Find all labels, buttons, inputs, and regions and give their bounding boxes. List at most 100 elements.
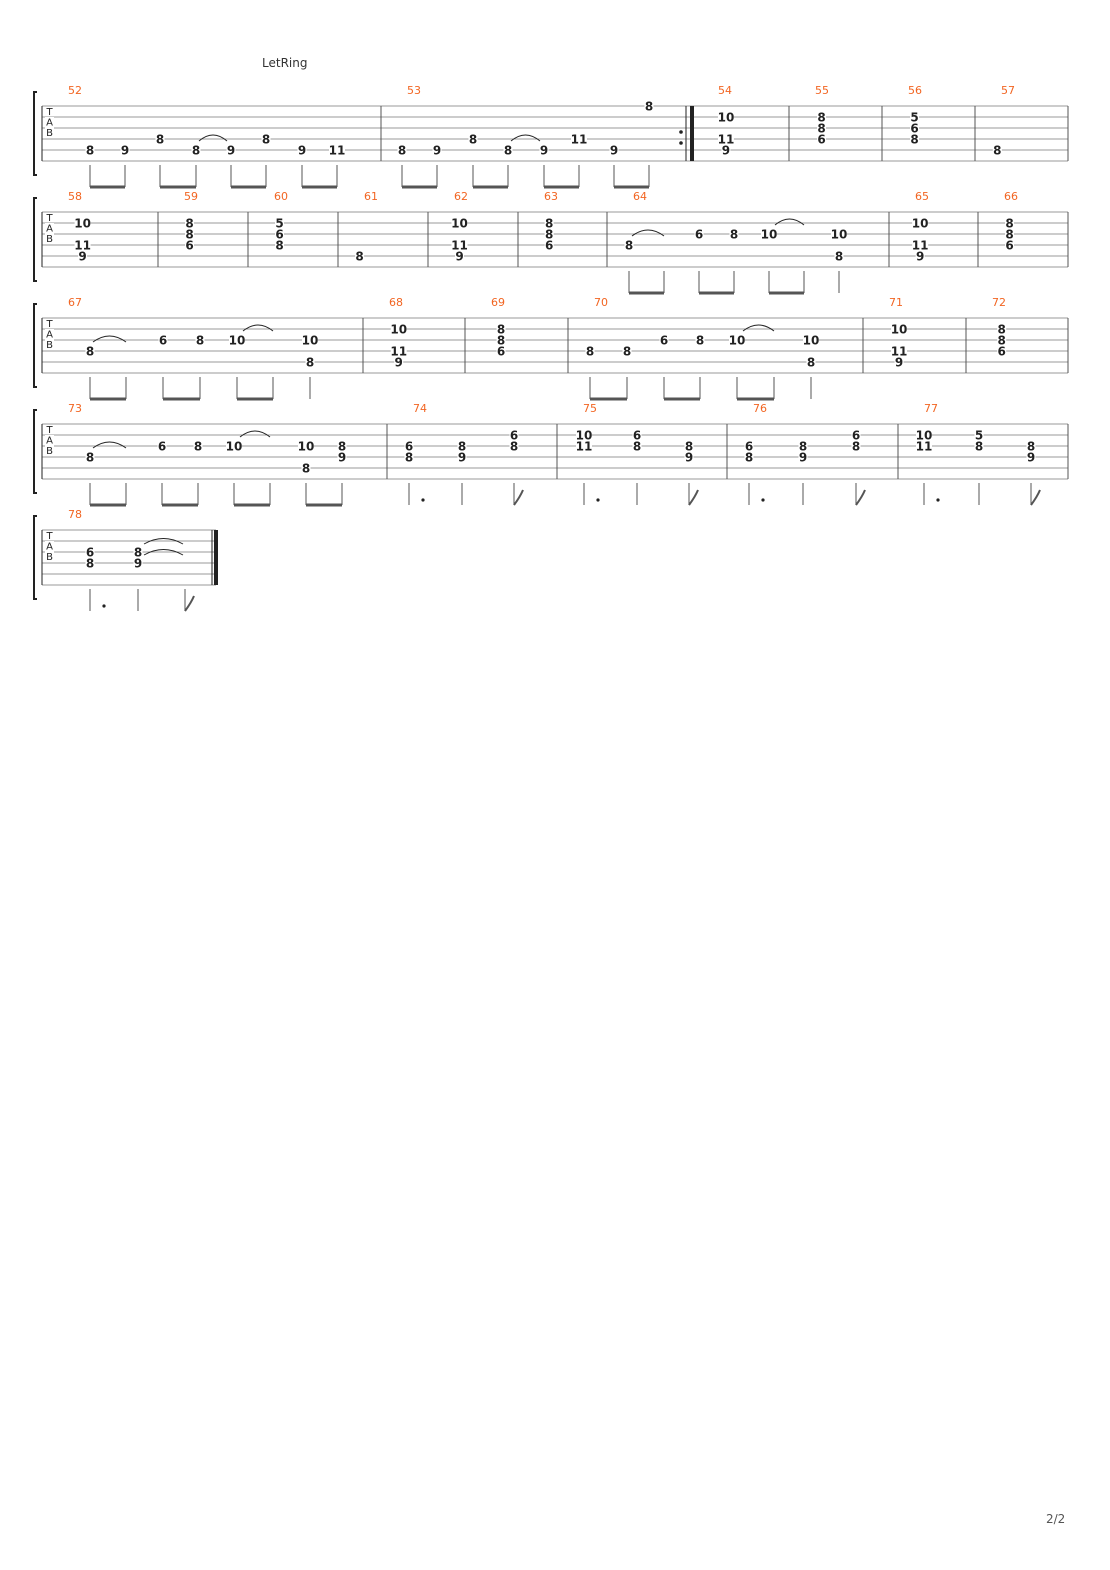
fret-number: 9 (433, 144, 441, 158)
fret-number: 8 (458, 440, 466, 454)
fret-number: 11 (74, 239, 91, 253)
fret-bg (193, 440, 203, 452)
fret-number: 8 (1005, 228, 1013, 242)
fret-bg (834, 250, 844, 262)
fret-number: 8 (134, 546, 142, 560)
tab-label-bg (45, 212, 54, 223)
fret-number: 8 (835, 250, 843, 264)
measure-number: 70 (594, 296, 608, 309)
fret-bg (1005, 228, 1014, 240)
fret-bg (744, 440, 754, 452)
fret-bg (912, 217, 929, 229)
fret-bg (729, 228, 739, 240)
fret-number: 8 (156, 133, 164, 147)
duration-dot (936, 498, 940, 502)
fret-bg (817, 122, 827, 134)
tie-arc (774, 218, 805, 226)
fret-bg (496, 323, 506, 335)
fret-number: 8 (545, 228, 553, 242)
fret-number: 8 (625, 239, 633, 253)
measure-number: 71 (889, 296, 903, 309)
measure-number: 78 (68, 508, 82, 521)
fret-number: 10 (831, 228, 848, 242)
fret-number: 8 (504, 144, 512, 158)
fret-number: 9 (722, 144, 730, 158)
fret-bg (721, 144, 731, 156)
fret-number: 8 (306, 356, 314, 370)
fret-bg (261, 133, 271, 145)
fret-bg (729, 334, 745, 346)
fret-bg (355, 250, 365, 262)
fret-number: 6 (695, 228, 703, 242)
fret-bg (457, 451, 467, 463)
tab-label-bg (45, 127, 54, 138)
fret-number: 11 (912, 239, 929, 253)
fret-bg (891, 345, 908, 357)
tie-arc (239, 430, 271, 438)
measure-number: 52 (68, 84, 82, 97)
fret-bg (394, 356, 404, 368)
fret-bg (455, 250, 464, 262)
fret-number: 6 (510, 429, 518, 443)
eighth-flag (513, 489, 524, 506)
fret-number: 9 (121, 144, 129, 158)
tie-arc (92, 441, 127, 449)
fret-bg (468, 133, 478, 145)
fret-bg (297, 144, 307, 156)
fret-number: 9 (458, 451, 466, 465)
fret-number: 8 (993, 144, 1001, 158)
fret-number: 10 (302, 334, 319, 348)
eighth-flag (1030, 489, 1041, 506)
fret-bg (275, 217, 284, 229)
fret-number: 10 (451, 217, 468, 231)
fret-number: 8 (302, 462, 310, 476)
fret-bg (571, 133, 587, 145)
tab-clef-letter: T (45, 531, 53, 542)
fret-bg (694, 228, 704, 240)
tab-clef-letter: A (46, 436, 53, 447)
fret-number: 6 (545, 239, 553, 253)
fret-bg (195, 334, 205, 346)
fret-number: 9 (134, 557, 142, 571)
fret-bg (974, 440, 984, 452)
duration-dot (761, 498, 765, 502)
tab-label-bg (45, 445, 54, 456)
fret-bg (226, 440, 242, 452)
fret-number: 8 (998, 334, 1006, 348)
tab-clef-letter: A (46, 118, 53, 129)
fret-bg (305, 356, 315, 368)
fret-number: 6 (633, 429, 641, 443)
system-bracket (33, 409, 37, 494)
fret-bg (404, 451, 414, 463)
tab-label-bg (45, 233, 54, 244)
fret-number: 5 (275, 217, 283, 231)
fret-bg (158, 334, 168, 346)
measure-number: 73 (68, 402, 82, 415)
fret-number: 8 (192, 144, 200, 158)
fret-bg (910, 133, 920, 145)
tab-label-bg (45, 435, 54, 445)
measure-number: 76 (753, 402, 767, 415)
repeat-dot (679, 130, 683, 134)
page-number: 2/2 (1046, 1512, 1066, 1526)
fret-number: 9 (395, 356, 403, 370)
fret-bg (684, 451, 694, 463)
fret-number: 9 (799, 451, 807, 465)
fret-number: 8 (852, 440, 860, 454)
fret-number: 10 (729, 334, 746, 348)
fret-bg (544, 217, 554, 229)
fret-bg (329, 144, 345, 156)
tab-label-bg (45, 117, 54, 127)
fret-bg (817, 133, 827, 145)
fret-bg (133, 546, 143, 558)
fret-number: 8 (86, 557, 94, 571)
tie-arc (631, 229, 665, 237)
eighth-flag (688, 489, 699, 506)
tab-label-bg (45, 424, 54, 435)
fret-bg (191, 144, 201, 156)
fret-number: 10 (576, 429, 593, 443)
measure-number: 64 (633, 190, 647, 203)
fret-bg (74, 239, 91, 251)
fret-number: 8 (510, 440, 518, 454)
tab-clef-letter: B (46, 552, 53, 563)
